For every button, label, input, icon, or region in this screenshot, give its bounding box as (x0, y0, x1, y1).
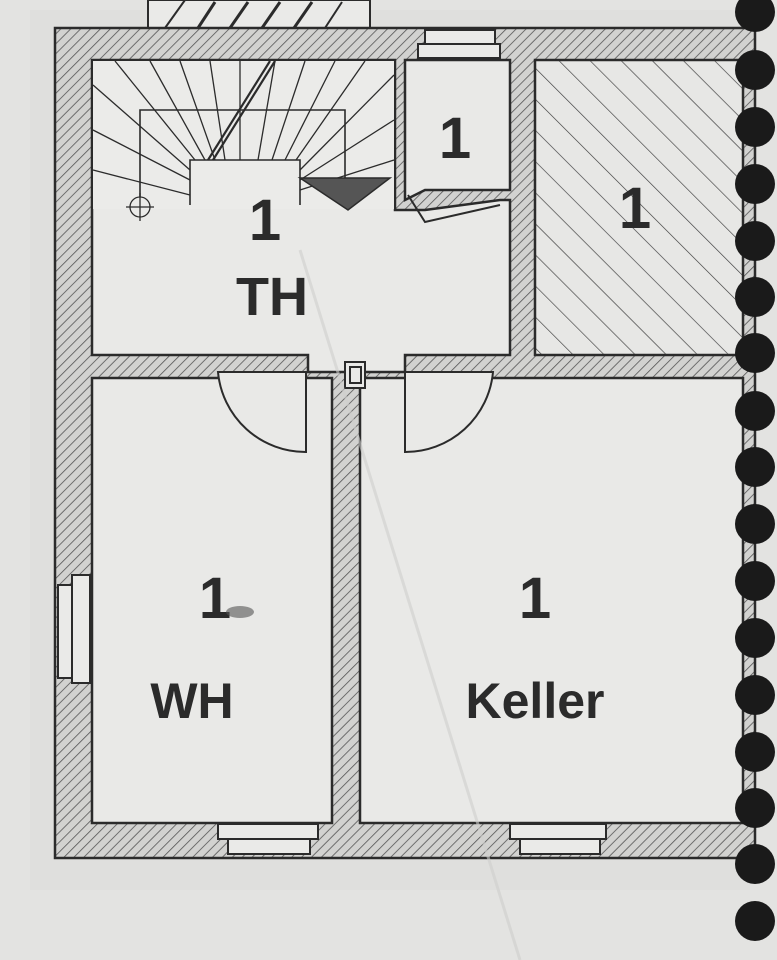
room-labels: 1 TH 1 1 1 WH 1 Keller (150, 106, 651, 729)
door-keller (404, 371, 495, 454)
stair-hall-name: TH (236, 267, 308, 327)
small-room-floor (403, 58, 512, 203)
keller-room-floor (358, 376, 745, 825)
wh-room-name: WH (150, 673, 233, 729)
ink-smudge (226, 606, 254, 618)
hatched-room-floor (533, 58, 745, 357)
stair-hall-number: 1 (249, 188, 281, 253)
small-room-number: 1 (439, 106, 471, 171)
room-interiors (90, 58, 745, 825)
wh-room-floor (90, 376, 334, 825)
door-wh (216, 371, 307, 454)
wall-details (57, 29, 607, 855)
paper-fold (298, 249, 522, 960)
door-small-room (407, 194, 501, 224)
keller-room-name: Keller (466, 673, 605, 729)
keller-room-number: 1 (519, 566, 551, 631)
binding-dots (735, 0, 775, 941)
hatched-room-number: 1 (619, 176, 651, 241)
doors (216, 194, 501, 454)
staircase (92, 60, 395, 221)
wh-room-number: 1 (199, 566, 231, 631)
chimney (147, 0, 371, 31)
